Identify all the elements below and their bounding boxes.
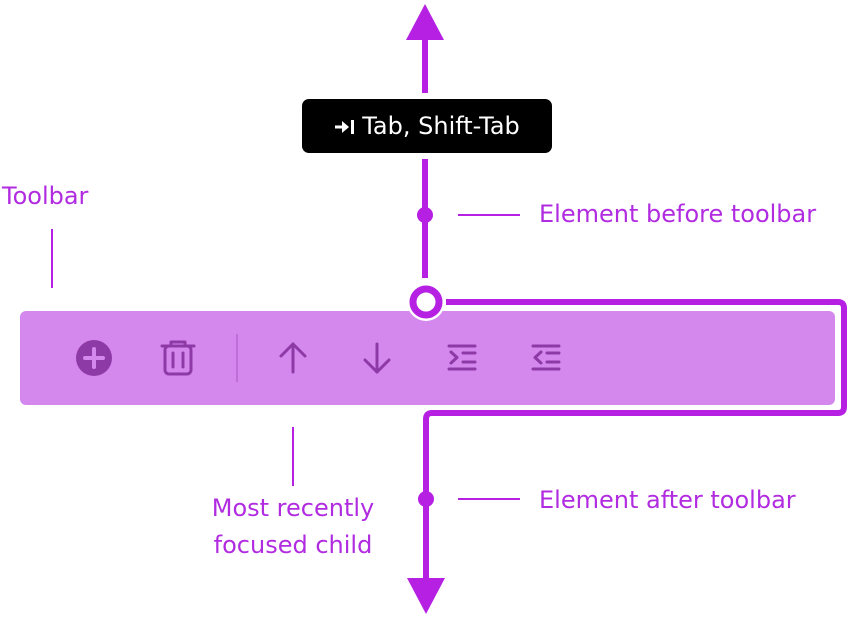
element-before-dot — [417, 207, 433, 223]
tab-key-icon — [335, 120, 355, 134]
outdent-icon — [531, 344, 561, 371]
tooltip-label: Tab, Shift-Tab — [302, 99, 552, 153]
move-down-button[interactable] — [363, 342, 391, 374]
indent-button[interactable] — [447, 344, 477, 371]
recent-child-label-line2: focused child — [213, 531, 373, 560]
outdent-button[interactable] — [531, 344, 561, 371]
add-button[interactable] — [76, 340, 112, 376]
delete-button[interactable] — [160, 340, 196, 376]
arrow-up-head — [406, 4, 444, 40]
element-before-label: Element before toolbar — [539, 200, 817, 228]
element-after-label: Element after toolbar — [539, 486, 796, 514]
trash-icon — [160, 340, 196, 376]
recent-child-label-line1: Most recently — [211, 494, 375, 522]
tooltip — [302, 99, 552, 153]
toolbar-entry-ring — [409, 285, 443, 319]
arrow-down-icon — [363, 342, 391, 374]
element-after-dot — [418, 491, 434, 507]
arrow-up-icon — [279, 342, 307, 374]
tooltip-text: Tab, Shift-Tab — [362, 112, 520, 140]
toolbar-label: Toolbar — [2, 182, 89, 210]
path-wrap-segment — [423, 299, 847, 578]
toolbar — [20, 311, 835, 405]
indent-icon — [447, 344, 477, 371]
arrow-down-head — [407, 578, 445, 614]
recent-child-label: Most recently focused child — [212, 490, 375, 564]
move-up-button[interactable] — [279, 342, 307, 374]
